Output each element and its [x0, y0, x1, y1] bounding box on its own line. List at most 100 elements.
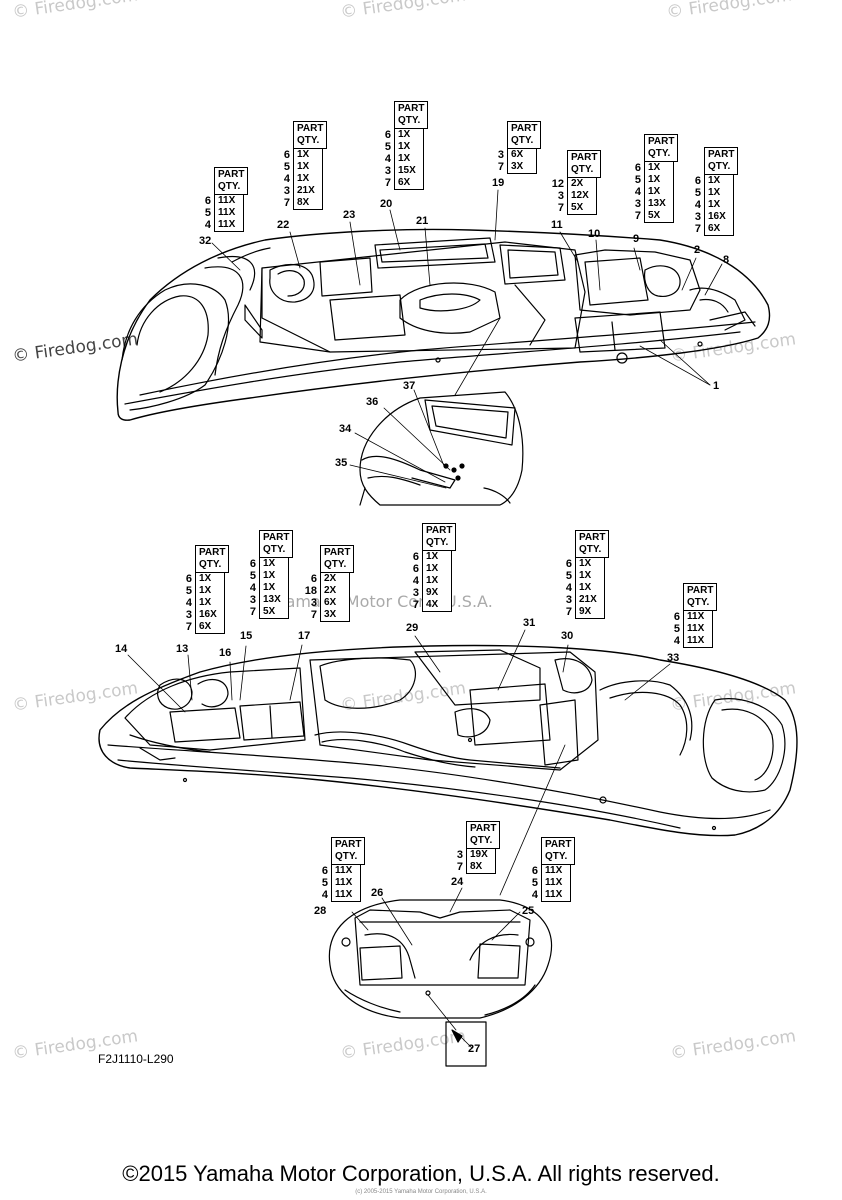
- copyright-notice: ©2015 Yamaha Motor Corporation, U.S.A. A…: [122, 1161, 720, 1186]
- part-number: 3: [249, 594, 256, 606]
- callout-11: 11: [551, 219, 563, 231]
- part-qty: 9X: [575, 606, 605, 619]
- part-number: 6: [694, 175, 701, 187]
- part-number: 3: [384, 165, 391, 177]
- part-qty: 21X: [575, 594, 605, 606]
- qty-header-part: PART: [545, 839, 572, 850]
- part-number: 7: [310, 609, 317, 621]
- callout-8: 8: [723, 254, 730, 266]
- callout-15: 15: [240, 630, 253, 642]
- part-qty: 8X: [293, 197, 323, 210]
- part-qty: 1X: [422, 551, 452, 563]
- callout-9: 9: [633, 233, 640, 245]
- part-number: 3: [185, 609, 192, 621]
- part-qty: 6X: [507, 149, 537, 161]
- lower-deck-drawing: [98, 644, 798, 837]
- part-number: 4: [412, 575, 419, 587]
- part-qty: 11X: [541, 865, 571, 877]
- part-qty: 1X: [293, 161, 323, 173]
- qty-header-qty: QTY.: [218, 181, 241, 192]
- tiny-copyright: (c) 2005-2015 Yamaha Motor Corporation, …: [355, 1189, 487, 1195]
- part-qty: 2X: [320, 573, 350, 585]
- qty-header-qty: QTY.: [199, 559, 222, 570]
- part-number: 7: [249, 606, 256, 618]
- part-qty: 21X: [293, 185, 323, 197]
- callout-23: 23: [343, 209, 356, 221]
- leader-lines: [211, 189, 723, 396]
- part-qty: 8X: [466, 861, 496, 874]
- qty-header-qty: QTY.: [324, 559, 347, 570]
- callout-25: 25: [522, 905, 535, 917]
- part-number: 6: [412, 563, 419, 575]
- part-number: 5: [694, 187, 701, 199]
- part-number: 4: [634, 186, 641, 198]
- part-number: 6: [673, 611, 680, 623]
- part-qty: 5X: [644, 210, 674, 223]
- callout-19: 19: [492, 177, 505, 189]
- part-number: 6: [310, 573, 317, 585]
- qty-header-part: PART: [297, 123, 324, 134]
- part-number: 7: [565, 606, 572, 618]
- part-qty: 11X: [214, 219, 244, 232]
- part-number: 7: [412, 599, 419, 611]
- callout-24: 24: [451, 876, 464, 888]
- part-qty: 1X: [575, 558, 605, 570]
- part-number: 5: [204, 207, 211, 219]
- part-qty: 1X: [704, 175, 734, 187]
- part-number: 4: [384, 153, 391, 165]
- qty-header-part: PART: [708, 149, 735, 160]
- callout-2: 2: [694, 244, 701, 256]
- callout-27: 27: [468, 1043, 481, 1055]
- callout-31: 31: [523, 617, 536, 629]
- part-number: 7: [384, 177, 391, 189]
- part-number: 4: [673, 635, 680, 647]
- callout-22: 22: [277, 219, 290, 231]
- detail-inset-upper: [349, 389, 524, 506]
- callout-14: 14: [115, 643, 128, 655]
- part-number: 18: [304, 585, 317, 597]
- part-number: 7: [497, 161, 504, 173]
- part-qty: 6X: [195, 621, 225, 634]
- part-qty: 11X: [331, 877, 361, 889]
- part-qty: 1X: [644, 162, 674, 174]
- part-qty: 1X: [644, 174, 674, 186]
- part-number: 3: [456, 849, 463, 861]
- qty-header-qty: QTY.: [426, 537, 449, 548]
- part-qty: 1X: [195, 597, 225, 609]
- qty-header-part: PART: [579, 532, 606, 543]
- part-qty: 19X: [466, 849, 496, 861]
- part-number: 4: [249, 582, 256, 594]
- callout-10: 10: [588, 228, 601, 240]
- part-number: 4: [321, 889, 328, 901]
- qty-header-part: PART: [470, 823, 497, 834]
- qty-header-part: PART: [426, 525, 453, 536]
- part-number: 3: [497, 149, 504, 161]
- part-qty: 1X: [259, 582, 289, 594]
- part-qty: 1X: [293, 173, 323, 185]
- part-qty: 9X: [422, 587, 452, 599]
- qty-header-qty: QTY.: [511, 135, 534, 146]
- part-qty: 1X: [259, 558, 289, 570]
- part-qty: 1X: [293, 149, 323, 161]
- part-qty: 2X: [567, 178, 597, 190]
- part-qty: 6X: [320, 597, 350, 609]
- part-number: 6: [321, 865, 328, 877]
- callout-33: 33: [667, 652, 680, 664]
- part-qty: 4X: [422, 599, 452, 612]
- qty-header-part: PART: [335, 839, 362, 850]
- part-qty: 16X: [195, 609, 225, 621]
- part-qty: 1X: [575, 582, 605, 594]
- part-qty: 1X: [704, 187, 734, 199]
- qty-header-qty: QTY.: [263, 544, 286, 555]
- leader-lines-lower: [127, 629, 671, 896]
